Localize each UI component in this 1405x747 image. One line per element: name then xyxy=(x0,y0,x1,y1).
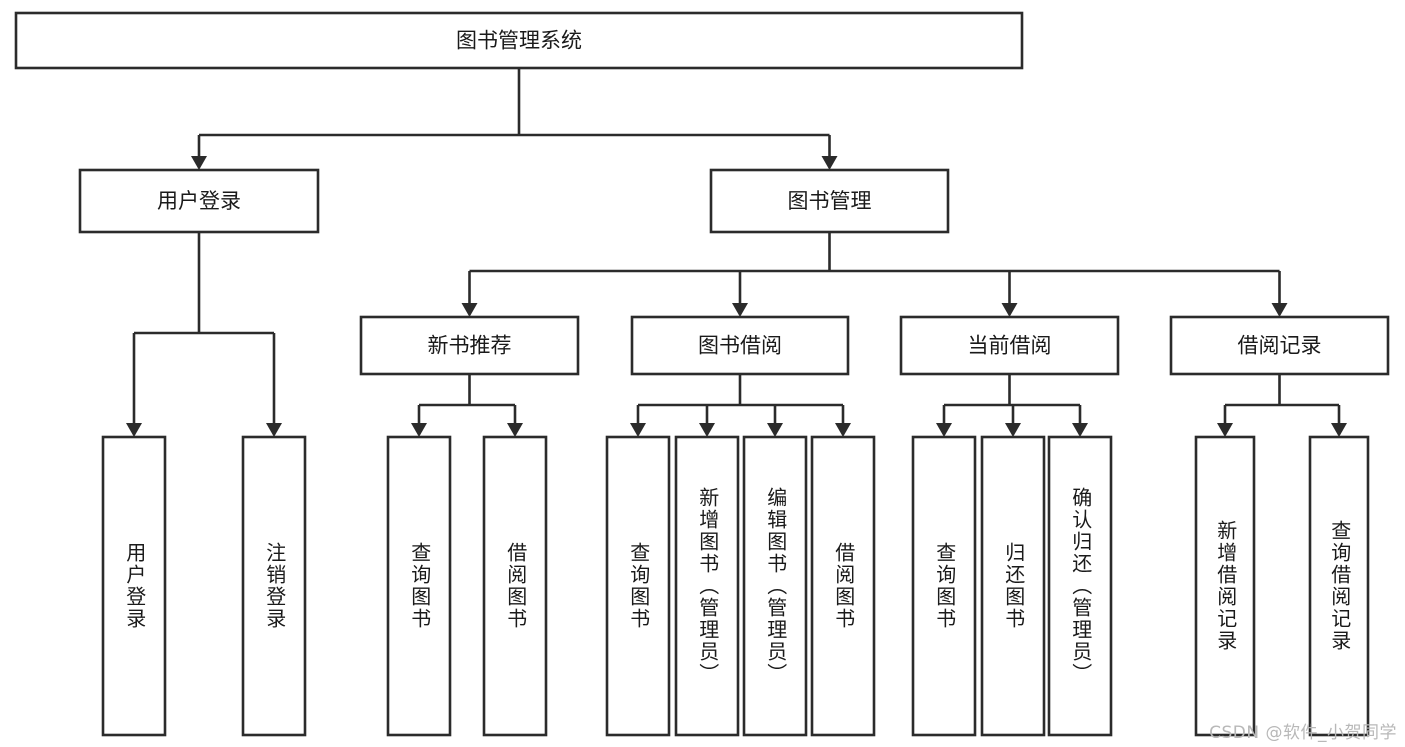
leaf-drop-8-arrowhead xyxy=(936,423,952,437)
root-node-label: 图书管理系统 xyxy=(456,29,582,53)
leaf-drop-4-arrowhead xyxy=(630,423,646,437)
level2-node-0-rect[interactable] xyxy=(78,168,320,234)
level3-node-0-label: 新书推荐 xyxy=(428,334,512,358)
leaf-box-0[interactable] xyxy=(101,435,167,737)
level3-node-0[interactable]: 新书推荐 xyxy=(359,315,580,376)
root-node[interactable]: 图书管理系统 xyxy=(14,11,1024,70)
watermark-text: CSDN @软件_小贺同学 xyxy=(1209,723,1397,743)
level3-drop-2-arrowhead xyxy=(1001,303,1018,317)
leaf-drop-5-arrowhead xyxy=(699,423,715,437)
leaf-box-10[interactable] xyxy=(1047,435,1113,737)
leaf-drop-7-arrowhead xyxy=(835,423,851,437)
level3-node-3-rect[interactable] xyxy=(1169,315,1390,376)
leaf-box-5[interactable] xyxy=(674,435,740,737)
level3-node-2-label: 当前借阅 xyxy=(968,334,1052,358)
level3-node-3[interactable]: 借阅记录 xyxy=(1169,315,1390,376)
level2-node-1-rect[interactable] xyxy=(709,168,950,234)
level3-node-3-label: 借阅记录 xyxy=(1238,334,1322,358)
level2-node-1[interactable]: 图书管理 xyxy=(709,168,950,234)
level3-drop-0-arrowhead xyxy=(461,303,478,317)
level2-node-0-label: 用户登录 xyxy=(157,189,241,213)
leaf-box-4[interactable] xyxy=(605,435,671,737)
level2-node-1-label: 图书管理 xyxy=(788,189,872,213)
leaf-drop-11-arrowhead xyxy=(1217,423,1233,437)
level3-drop-3-arrowhead xyxy=(1271,303,1288,317)
leaf-drop-6-arrowhead xyxy=(767,423,783,437)
level3-node-1-rect[interactable] xyxy=(630,315,850,376)
level2-node-0[interactable]: 用户登录 xyxy=(78,168,320,234)
leaf-drop-10-arrowhead xyxy=(1072,423,1088,437)
leaf-drop-0-arrowhead xyxy=(126,423,142,437)
leaf-box-3[interactable] xyxy=(482,435,548,737)
leaf-box-9[interactable] xyxy=(980,435,1046,737)
leaf-drop-9-arrowhead xyxy=(1005,423,1021,437)
level3-drop-1-arrowhead xyxy=(732,303,748,317)
level3-node-1[interactable]: 图书借阅 xyxy=(630,315,850,376)
level2-drop-1-arrowhead xyxy=(821,156,838,170)
leaf-box-11[interactable] xyxy=(1194,435,1256,737)
connector-lines xyxy=(126,68,1347,437)
leaf-box-8[interactable] xyxy=(911,435,977,737)
leaf-box-7[interactable] xyxy=(810,435,876,737)
leaf-drop-12-arrowhead xyxy=(1331,423,1347,437)
leaf-box-1[interactable] xyxy=(241,435,307,737)
leaf-box-6[interactable] xyxy=(742,435,808,737)
level3-node-2-rect[interactable] xyxy=(899,315,1120,376)
leaf-box-2[interactable] xyxy=(386,435,452,737)
leaf-drop-3-arrowhead xyxy=(507,423,523,437)
level3-node-2[interactable]: 当前借阅 xyxy=(899,315,1120,376)
root-node-rect[interactable] xyxy=(14,11,1024,70)
level2-drop-0-arrowhead xyxy=(191,156,207,170)
level3-node-0-rect[interactable] xyxy=(359,315,580,376)
level3-node-1-label: 图书借阅 xyxy=(698,334,782,358)
leaf-box-12[interactable] xyxy=(1308,435,1370,737)
leaf-drop-1-arrowhead xyxy=(266,423,282,437)
leaf-drop-2-arrowhead xyxy=(411,423,427,437)
